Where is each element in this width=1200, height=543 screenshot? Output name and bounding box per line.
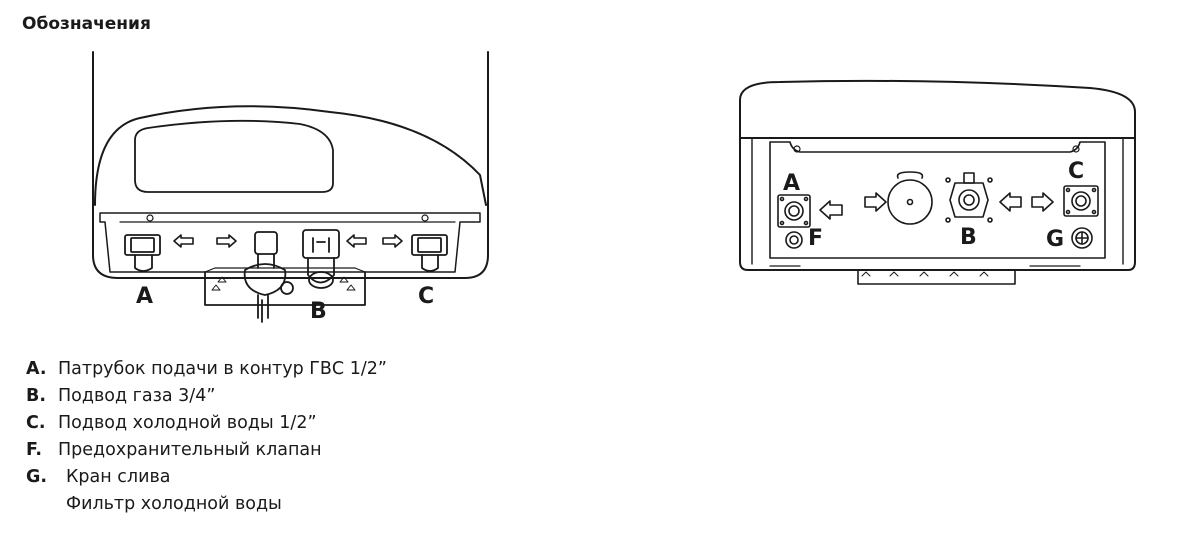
heater-bottom-cover [94, 105, 487, 206]
heater-base [739, 137, 1136, 271]
legend-text: Патрубок подачи в контур ГВС 1/2” [58, 359, 387, 379]
label-b-right: B [960, 225, 977, 250]
bottom-connection-plate [769, 141, 1106, 259]
legend-key: A. [26, 359, 47, 379]
flow-arrows-right [819, 192, 1054, 220]
legend-text: Кран слива [66, 467, 171, 487]
safety-valve [785, 231, 803, 249]
heater-top-cap [739, 79, 1136, 139]
arrow-left-4 [999, 192, 1022, 212]
legend-key: C. [26, 413, 46, 433]
arrow-right-2 [382, 234, 403, 248]
connector-a-bottom [777, 194, 811, 228]
connector-a [124, 234, 161, 272]
legend-text: Предохранительный клапан [58, 440, 322, 460]
label-a-left: A [136, 284, 153, 309]
legend-item-c: C. Подвод холодной воды 1/2” [26, 410, 387, 437]
legend-text: Фильтр холодной воды [66, 494, 282, 514]
drain-valve [1071, 227, 1093, 249]
arrow-left-2 [346, 234, 367, 248]
connections-diagram: A B C [92, 51, 1136, 324]
label-c-left: C [418, 284, 434, 309]
legend-text: Подвод холодной воды 1/2” [58, 413, 317, 433]
legend-text: Подвод газа 3/4” [58, 386, 216, 406]
label-f-right: F [808, 226, 823, 251]
label-a-right: A [783, 171, 800, 196]
arrow-left-3 [819, 200, 843, 220]
legend-item-g: G. Кран слива [26, 464, 387, 491]
label-g-right: G [1046, 227, 1064, 252]
legend-item-a: A. Патрубок подачи в контур ГВС 1/2” [26, 356, 387, 383]
legend: A. Патрубок подачи в контур ГВС 1/2” B. … [26, 356, 387, 518]
heater-body [92, 51, 489, 279]
gas-bracket [204, 271, 366, 306]
flow-arrows-left [173, 234, 403, 248]
legend-item-b: B. Подвод газа 3/4” [26, 383, 387, 410]
legend-item-extra: Фильтр холодной воды [26, 491, 387, 518]
bottom-rail [857, 269, 1016, 285]
heater-front-view: A B C [92, 51, 489, 324]
arrow-right-3 [864, 192, 887, 212]
legend-key: B. [26, 386, 46, 406]
label-c-right: C [1068, 159, 1084, 184]
legend-key: G. [26, 467, 48, 487]
heater-bottom-view: A F B C G [739, 79, 1136, 285]
connection-plate [99, 212, 481, 273]
gas-inlet-round [887, 171, 933, 225]
page-title: Обозначения [22, 14, 151, 34]
connector-c-bottom [1063, 185, 1099, 217]
legend-item-f: F. Предохранительный клапан [26, 437, 387, 464]
cold-water-valve [302, 229, 340, 289]
arrow-right-1 [216, 234, 237, 248]
arrow-left-1 [173, 234, 194, 248]
arrow-right-4 [1031, 192, 1054, 212]
label-b-left: B [310, 299, 327, 324]
gas-connector-bottom [945, 172, 993, 223]
legend-key: F. [26, 440, 43, 460]
cover-window [134, 119, 334, 193]
connector-c [411, 234, 448, 272]
gas-connector [243, 231, 294, 323]
